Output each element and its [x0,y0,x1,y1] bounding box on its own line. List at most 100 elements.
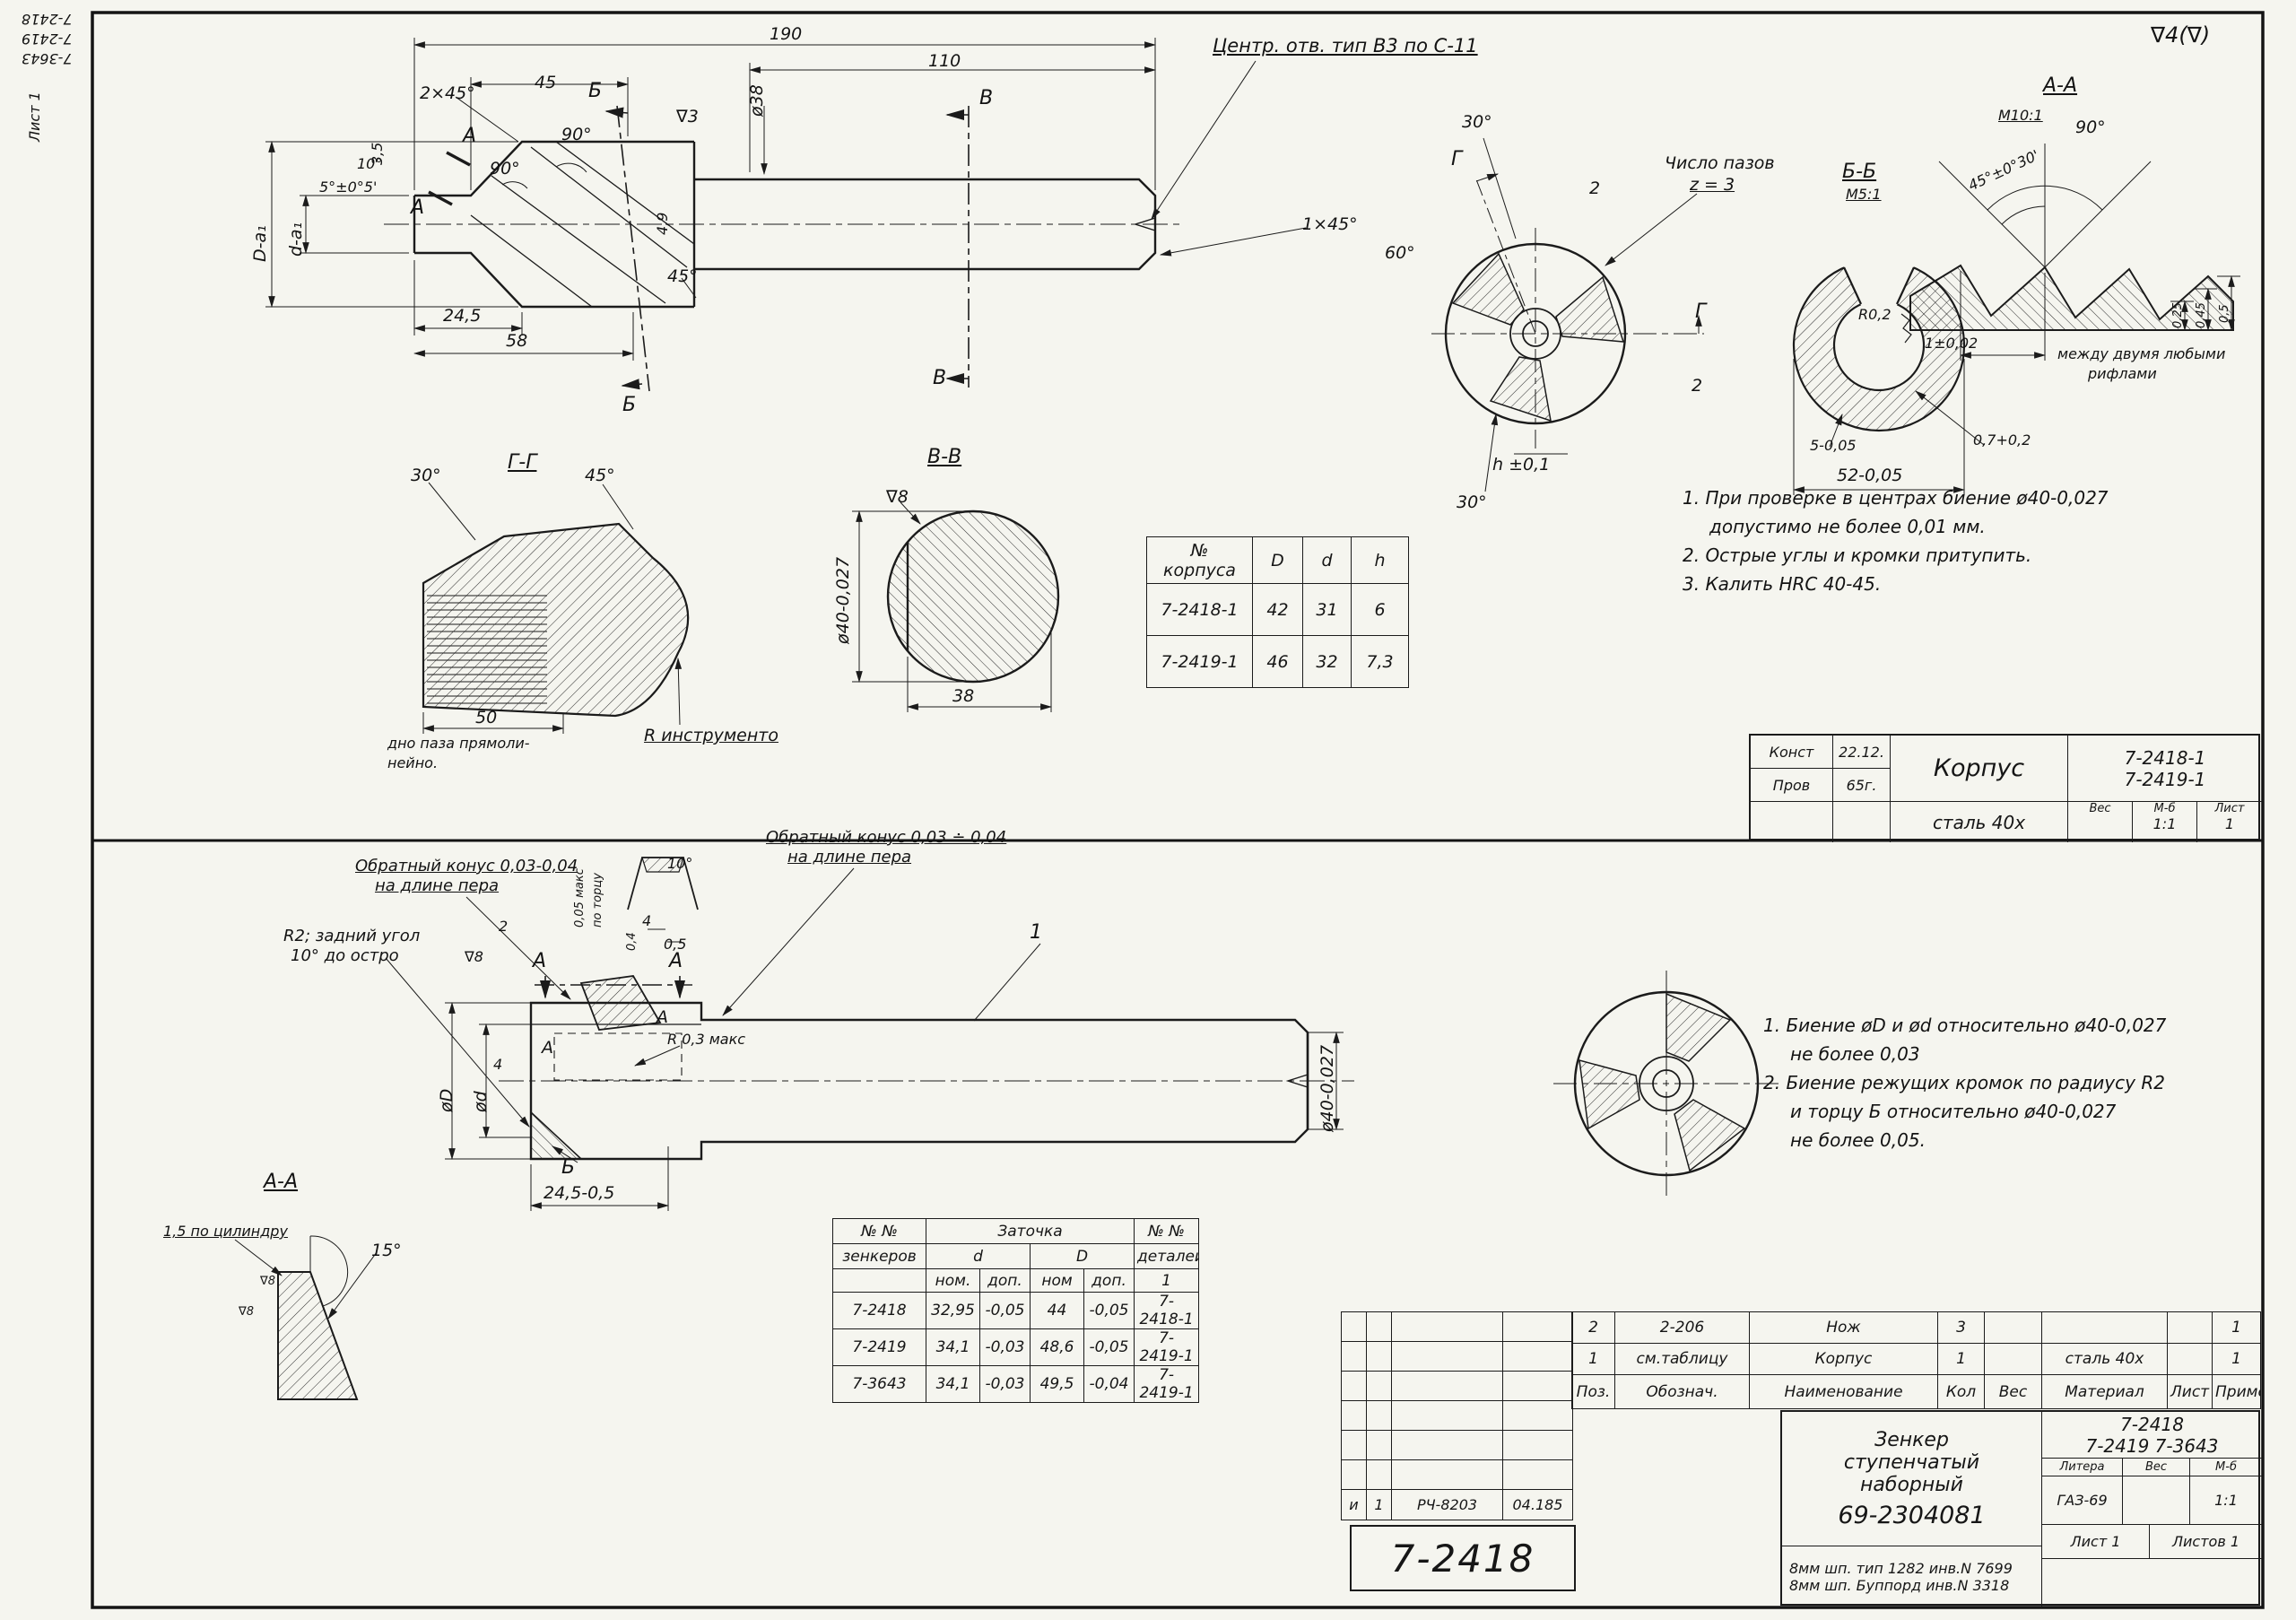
note-line: 3. Калить HRC 40-45. [1683,573,1882,595]
litera-values-row: ГАЗ-69 1:1 [2042,1476,2262,1525]
dim-label: 2 [1589,179,1601,198]
table-cell [1341,1459,1367,1490]
note-text: R2; задний угол [283,927,421,945]
dim-label: 1×45° [1302,214,1358,234]
column-header: 1 [1134,1268,1200,1293]
angle-label: 45° [585,466,615,485]
center-hole-note: Центр. отв. тип В3 по С-11 [1213,35,1478,57]
table-cell: 34,1 [926,1328,980,1366]
dim-label: h ±0,1 [1492,455,1551,475]
angle-label: 60° [1385,243,1415,263]
column-header: D [1252,536,1303,584]
table-cell: 49,5 [1030,1365,1084,1403]
dim-label: d-a₁ [286,222,306,257]
table-cell: 1 [2212,1311,2261,1344]
dim-label: 45 [535,73,557,92]
assembly-number: 69-2304081 [1838,1501,1986,1529]
doc-number-cell: 7-2418-1 7-2419-1 [2068,736,2262,802]
dim-label: 0,5 [2218,304,2231,323]
weight-value [2123,1476,2190,1524]
dim-label: 24,5 [443,306,482,326]
table-cell: 7-2418-1 [1146,583,1253,636]
table-cell [1366,1459,1392,1490]
note-line: 2. Острые углы и кромки притупить. [1683,544,2032,566]
dim-label: 0,5 [664,936,687,953]
table-cell: см.таблицу [1614,1343,1750,1375]
change-record-table: и 1 РЧ-8203 04.185 [1341,1311,1573,1520]
assembly-name-cell: Зенкер ступенчатый наборный 69-2304081 [1782,1412,2042,1546]
angle-label: 30° [411,466,441,485]
table-cell: -0,05 [1083,1328,1135,1366]
dim-label: 2 [499,918,509,935]
dim-label: 38 [952,686,975,706]
dim-label: 0,7+0,2 [1973,431,2031,449]
table-cell: -0,05 [1083,1292,1135,1329]
section-title: А-А [2043,74,2078,97]
weight-cell: Вес [2068,802,2133,842]
title-block-cell [1751,802,1833,842]
angle-label: 90° [2075,118,2106,137]
table-cell [1502,1430,1573,1460]
angle-label: 15° [371,1241,402,1260]
note-text: на длине пера [375,876,500,895]
table-cell [1391,1430,1503,1460]
table-cell: -0,03 [979,1328,1031,1366]
column-header: d [926,1243,1031,1269]
note-line: и торцу Б относительно ø40-0,027 [1790,1101,2117,1122]
doc-number: 7-2418 [2120,1413,2184,1435]
section-mark: А [411,196,425,219]
angle-label: 5°±0°5' [319,179,378,196]
angle-label: 45° [667,266,698,286]
assembly-name: ступенчатый [1843,1450,1980,1474]
edge-doc-number: 7-2419 [22,30,73,48]
sharpening-table: № № Заточка № № зенкеров d D деталей ном… [832,1218,1200,1403]
angle-label: 90° [490,159,520,179]
section-mark: А [669,950,683,972]
roughness-mark: ∇8 [239,1305,254,1319]
doc-number: 7-2419 7-3643 [2085,1434,2219,1457]
column-header: ном [1030,1268,1084,1293]
section-mark: А [533,950,547,972]
column-header: Обознач. [1614,1374,1750,1409]
table-cell [1502,1341,1573,1372]
dim-label: ød [471,1091,491,1112]
dim-label: 4,9 [654,212,671,235]
table-cell [1341,1400,1367,1431]
table-cell [1984,1343,2042,1375]
edge-doc-number: 7-3643 [22,49,73,67]
slots-count-label: Число пазов [1665,153,1775,173]
column-header: D [1029,1243,1135,1269]
table-cell: 7-2418-1 [1134,1292,1200,1329]
surface-finish-mark: ∇4(∇) [2151,22,2211,48]
dim-label: D-a₁ [250,225,270,262]
doc-number: 7-2419-1 [2124,768,2206,790]
table-cell: 1 [1937,1343,1985,1375]
table-cell [2167,1311,2213,1344]
column-header [832,1268,926,1293]
section-mark: А [657,1007,668,1027]
column-header: доп. [1083,1268,1135,1293]
material-cell: сталь 40х [1891,802,2068,842]
table-cell: 7-3643 [832,1365,926,1403]
scale-value: 1:1 [2152,815,2177,832]
part-name: Корпус [1933,754,2025,782]
section-mark: В [979,87,994,109]
table-cell: 6 [1351,583,1409,636]
table-cell [1391,1400,1503,1431]
dim-label: 58 [506,331,528,351]
sheet-row: Лист 1 Листов 1 [2042,1525,2262,1559]
dim-label: 0,05 макс [573,868,587,928]
sheet-value: Лист 1 [2042,1525,2150,1558]
roughness-mark: ∇8 [465,948,483,965]
table-cell [1341,1430,1367,1460]
roughness-mark: ∇8 [886,487,909,507]
note-line: не более 0,03 [1790,1043,1920,1065]
dim-label: 2×45° [420,83,475,103]
roughness-mark: ∇3 [676,107,699,126]
table-cell: Корпус [1749,1343,1938,1375]
drawing-number-stamp: 7-2418 [1350,1525,1576,1591]
table-cell [1366,1311,1392,1342]
